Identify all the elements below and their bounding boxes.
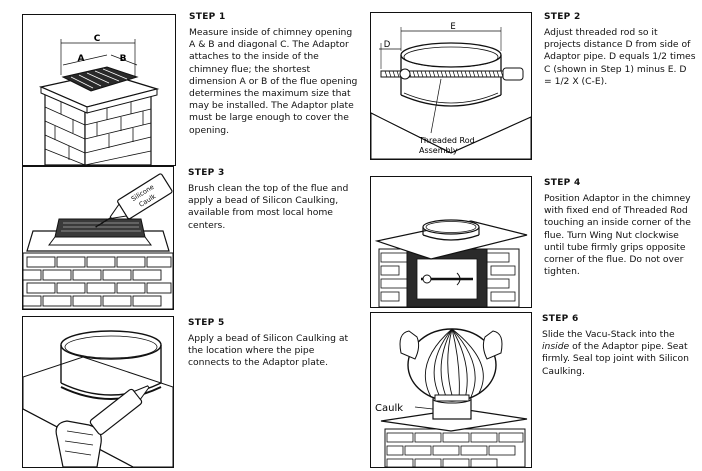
pipe-caulking-figure xyxy=(23,330,173,467)
label-c: C xyxy=(94,34,101,44)
step6-body-emphasis: inside xyxy=(542,341,570,353)
caulk-callout: Caulk xyxy=(375,403,403,414)
adaptor-position-figure xyxy=(374,219,528,307)
chimney-measure-figure: C A B xyxy=(38,34,160,165)
label-d: D xyxy=(384,40,391,50)
step2-title: STEP 2 xyxy=(544,12,581,22)
caulking-chimney-figure: Silicone Caulk xyxy=(23,173,173,309)
threaded-rod-figure: E D Threaded Rod Assembly xyxy=(371,22,531,159)
label-a: A xyxy=(78,54,85,64)
step6-body: Slide the Vacu-Stack into the inside of … xyxy=(542,329,696,378)
step4-text: STEP 4 Position Adaptor in the chimney w… xyxy=(544,178,696,278)
label-b: B xyxy=(120,54,127,64)
step4-title: STEP 4 xyxy=(544,178,581,188)
step6-title: STEP 6 xyxy=(542,314,579,324)
step4-body: Position Adaptor in the chimney with fix… xyxy=(544,193,691,278)
step5-title: STEP 5 xyxy=(188,318,225,328)
step5-illustration xyxy=(22,316,174,468)
step3-illustration: Silicone Caulk xyxy=(22,166,174,310)
step1-text: STEP 1 Measure inside of chimney opening… xyxy=(189,12,359,137)
step6-body-after: of the Adaptor pipe. Seat firmly. Seal t… xyxy=(542,341,689,377)
label-e: E xyxy=(450,22,455,32)
step2-illustration: E D Threaded Rod Assembly xyxy=(370,12,532,160)
step3-body: Brush clean the top of the flue and appl… xyxy=(188,183,349,231)
step3-title: STEP 3 xyxy=(188,168,225,178)
step5-body: Apply a bead of Silicon Caulking at the … xyxy=(188,333,349,369)
step6-text: STEP 6 Slide the Vacu-Stack into the ins… xyxy=(542,314,696,378)
threaded-rod-callout: Threaded Rod xyxy=(418,136,475,145)
step4-illustration xyxy=(370,176,532,308)
step1-body: Measure inside of chimney opening A & B … xyxy=(189,27,358,136)
step2-text: STEP 2 Adjust threaded rod so it project… xyxy=(544,12,696,88)
step5-text: STEP 5 Apply a bead of Silicon Caulking … xyxy=(188,318,358,370)
step3-text: STEP 3 Brush clean the top of the flue a… xyxy=(188,168,358,232)
step1-illustration: C A B xyxy=(22,14,176,166)
vacu-stack-figure: Caulk xyxy=(375,328,528,467)
step6-illustration: Caulk xyxy=(370,312,532,468)
assembly-callout: Assembly xyxy=(419,146,458,155)
step2-body: Adjust threaded rod so it projects dista… xyxy=(544,27,696,87)
step1-title: STEP 1 xyxy=(189,12,226,22)
step6-body-before: Slide the Vacu-Stack into the xyxy=(542,329,675,340)
